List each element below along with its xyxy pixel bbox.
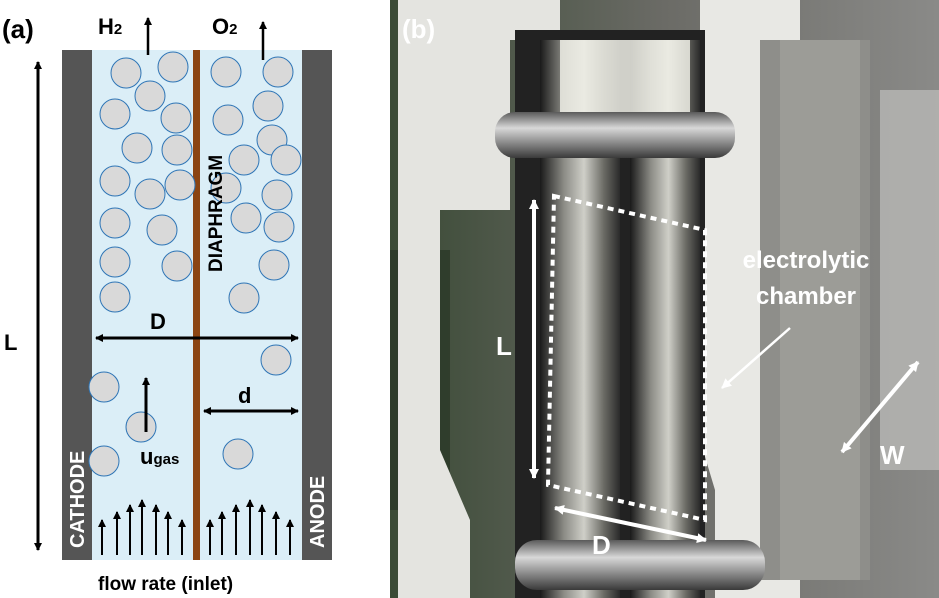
gas-bubble <box>88 371 120 403</box>
gas-bubble <box>258 249 290 281</box>
width-label: D <box>150 309 166 334</box>
frame-left <box>398 0 560 598</box>
gas-bubble <box>161 134 193 166</box>
gas-bubble <box>99 281 131 313</box>
half-width-label: d <box>238 383 251 408</box>
gas-bubble <box>260 344 292 376</box>
o2-label: O2 <box>212 14 237 39</box>
cathode-electrode <box>62 50 92 560</box>
gas-velocity-label: ugas <box>140 444 179 469</box>
photo-blur-right <box>880 90 939 470</box>
gas-bubble <box>121 132 153 164</box>
bottom-rod <box>515 540 765 590</box>
gas-bubble <box>228 144 260 176</box>
photo-length-label: L <box>496 331 512 361</box>
gas-bubble <box>125 411 157 443</box>
gas-bubble <box>252 90 284 122</box>
gas-bubble <box>146 214 178 246</box>
gas-bubble <box>99 246 131 278</box>
h2-label: H2 <box>98 14 122 39</box>
diaphragm-label: DIAPHRAGM <box>206 155 227 272</box>
gas-bubbles <box>88 51 302 477</box>
callout-line-1: electrolytic <box>743 247 870 274</box>
inlet-label: flow rate (inlet) <box>98 574 233 595</box>
gas-bubble <box>161 250 193 282</box>
callout-arrow <box>721 327 791 389</box>
gas-bubble <box>99 207 131 239</box>
diaphragm <box>193 50 200 560</box>
gas-bubble <box>222 438 254 470</box>
gas-bubble <box>270 144 302 176</box>
gas-bubble <box>99 165 131 197</box>
inlet-arrows <box>98 499 294 555</box>
photo-width-arrow <box>554 504 707 544</box>
gas-bubble <box>230 202 262 234</box>
length-label: L <box>4 330 17 355</box>
panel-b: L D W electrolytic chamber (b) <box>390 0 939 598</box>
gas-bubble <box>110 57 142 89</box>
gas-bubble <box>228 282 260 314</box>
gas-bubble <box>134 80 166 112</box>
gas-bubble <box>160 102 192 134</box>
panel-a: (a) CATHODE ANODE DIAPHRAGM H2 O2 L D d … <box>2 14 332 595</box>
anode-electrode <box>302 50 332 560</box>
panel-a-label: (a) <box>2 14 34 44</box>
cathode-label: CATHODE <box>67 451 89 548</box>
gas-bubble <box>88 445 120 477</box>
gas-bubble <box>210 56 242 88</box>
gas-bubble <box>263 211 295 243</box>
top-rod <box>495 112 735 158</box>
panel-b-label: (b) <box>402 14 435 44</box>
gas-bubble <box>262 56 294 88</box>
gas-bubble <box>261 179 293 211</box>
gas-bubble <box>134 178 166 210</box>
callout-line-2: chamber <box>756 283 856 310</box>
gas-bubble <box>164 169 196 201</box>
metal-bracket-highlight <box>780 40 860 580</box>
gas-bubble <box>99 98 131 130</box>
gas-bubble <box>212 104 244 136</box>
anode-label: ANODE <box>307 476 329 548</box>
photo-width-label: D <box>592 530 611 560</box>
photo-depth-label: W <box>880 440 905 470</box>
plate-reflection <box>560 40 690 120</box>
gas-bubble <box>210 172 242 204</box>
photo-depth-arrow <box>840 360 920 454</box>
gas-bubble <box>157 51 189 83</box>
